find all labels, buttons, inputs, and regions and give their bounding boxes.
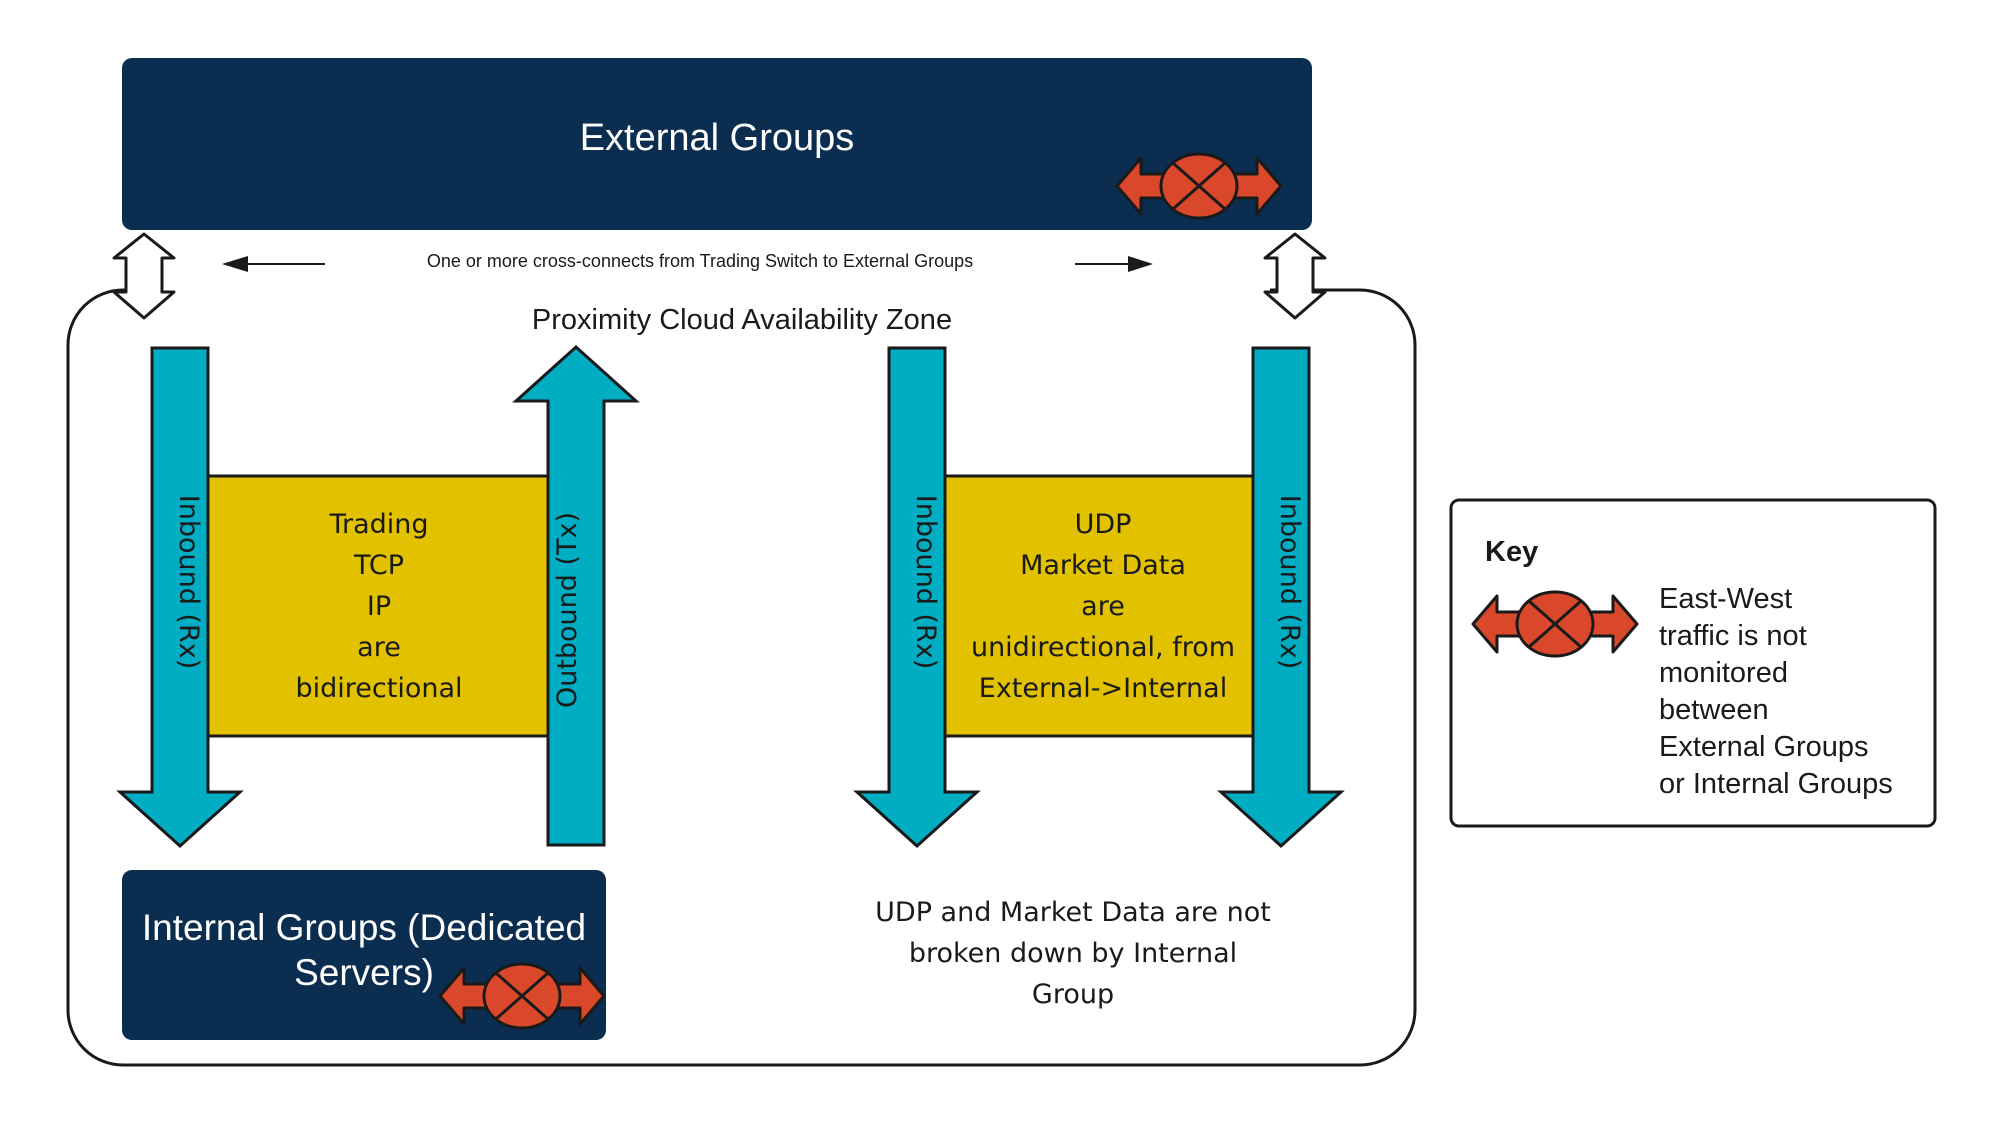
cross-connect-right-icon	[1263, 232, 1327, 320]
internal-groups-title-line-2: Servers)	[294, 952, 434, 993]
udp-line-1: UDP	[1075, 509, 1132, 540]
internal-no-monitoring-icon	[438, 962, 606, 1030]
internal-groups-title-line-1: Internal Groups (Dedicated	[142, 907, 586, 948]
key-description: East-West traffic is not monitored betwe…	[1659, 583, 1893, 800]
udp-inbound-right-label: Inbound (Rx)	[1274, 495, 1305, 670]
zone-title: Proximity Cloud Availability Zone	[532, 304, 952, 336]
udp-note: UDP and Market Data are not broken down …	[875, 897, 1271, 1010]
external-no-monitoring-icon	[1115, 152, 1283, 220]
udp-note-line-3: Group	[1032, 979, 1114, 1010]
udp-line-2: Market Data	[1020, 550, 1186, 581]
trading-line-3: IP	[367, 591, 391, 622]
trading-line-4: are	[357, 632, 401, 663]
cross-connects-label: One or more cross-connects from Trading …	[427, 251, 973, 271]
trading-inbound-label: Inbound (Rx)	[173, 495, 204, 670]
udp-line-4: unidirectional, from	[971, 632, 1235, 663]
udp-inbound-arrow-right	[1217, 346, 1345, 849]
key-title: Key	[1485, 536, 1538, 568]
cross-connect-left-icon	[112, 232, 176, 320]
trading-description-box	[206, 474, 552, 738]
trading-inbound-arrow	[116, 346, 244, 849]
key-line-4: between	[1659, 694, 1769, 726]
udp-note-line-1: UDP and Market Data are not	[875, 897, 1271, 928]
trading-line-2: TCP	[353, 550, 404, 581]
key-line-6: or Internal Groups	[1659, 768, 1893, 800]
trading-line-5: bidirectional	[295, 673, 462, 704]
key-line-2: traffic is not	[1659, 620, 1807, 652]
udp-line-5: External->Internal	[979, 673, 1227, 704]
right-pointer-icon	[1128, 256, 1153, 272]
left-pointer-icon	[222, 256, 248, 272]
udp-line-3: are	[1081, 591, 1125, 622]
key-line-1: East-West	[1659, 583, 1792, 615]
external-groups-box	[122, 58, 1312, 230]
udp-inbound-left-label: Inbound (Rx)	[910, 495, 941, 670]
trading-outbound-label: Outbound (Tx)	[552, 512, 583, 708]
key-line-3: monitored	[1659, 657, 1788, 689]
trading-description-text: Trading TCP IP are bidirectional	[295, 509, 462, 704]
udp-description-text: UDP Market Data are unidirectional, from…	[971, 509, 1235, 704]
key-no-monitoring-icon	[1471, 590, 1639, 658]
udp-note-line-2: broken down by Internal	[909, 938, 1237, 969]
key-box	[1449, 498, 1937, 828]
external-groups-title: External Groups	[580, 117, 855, 159]
trading-line-1: Trading	[328, 509, 428, 540]
trading-outbound-arrow	[512, 344, 640, 847]
key-line-5: External Groups	[1659, 731, 1869, 763]
udp-inbound-arrow-left	[853, 346, 981, 849]
